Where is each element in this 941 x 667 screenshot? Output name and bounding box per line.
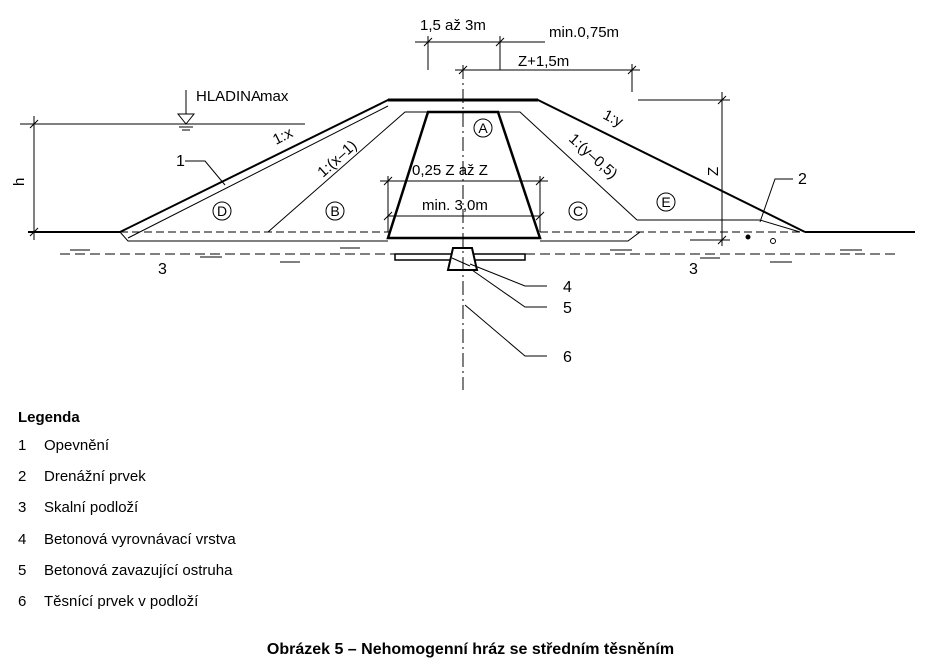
callout-3-left: 3: [158, 261, 167, 278]
slope-y05-label: 1:(y–0,5): [565, 130, 620, 182]
legend-item-number: 6: [18, 592, 27, 610]
zone-b-label: B: [330, 203, 339, 219]
legend-item-text: Betonová zavazující ostruha: [44, 561, 233, 579]
zone-markers: [212, 118, 676, 221]
water-level: [20, 90, 305, 131]
legend-item: 2 Drenážní prvek: [18, 467, 418, 498]
legend-item: 6 Těsnící prvek v podloží: [18, 592, 418, 623]
h-label: h: [11, 178, 28, 186]
z-label: Z: [705, 167, 722, 176]
water-level-subscript: max: [260, 88, 289, 105]
dam-cross-section-diagram: HLADINA max 1,5 až 3m min.0,75m Z+1,5m 1…: [11, 17, 915, 390]
callout-6: 6: [563, 349, 572, 366]
legend-item-text: Drenážní prvek: [44, 468, 146, 486]
legend-item-text: Betonová vyrovnávací vrstva: [44, 530, 236, 548]
legend-item-number: 1: [18, 437, 27, 454]
legend-item-number: 3: [18, 499, 27, 517]
zone-e-label: E: [661, 194, 670, 210]
core-lower-dim: min. 3,0m: [422, 197, 488, 214]
legend-title: Legenda: [18, 409, 80, 426]
core-dimensions: [380, 176, 548, 232]
z-plus-label: Z+1,5m: [518, 53, 569, 70]
min-width-label: min.0,75m: [549, 24, 619, 41]
core-a: [386, 110, 542, 240]
water-level-label: HLADINA: [196, 88, 261, 105]
slope-x1-label: 1:(x–1): [314, 137, 360, 181]
callout-3-right: 3: [689, 261, 698, 278]
legend-item-number: 4: [18, 530, 27, 548]
legend-item-text: Skalní podloží: [44, 499, 139, 517]
legend-item: 5 Betonová zavazující ostruha: [18, 561, 418, 592]
legend-item-text: Opevnění: [44, 437, 110, 454]
core-upper-dim: 0,25 Z až Z: [412, 162, 488, 179]
bedrock-hatch: [70, 247, 862, 263]
h-dimension: [29, 116, 39, 240]
slope-y-label: 1:y: [600, 106, 626, 130]
zone-a-label: A: [478, 120, 488, 136]
figure-caption: Obrázek 5 – Nehomogenní hráz se středním…: [266, 641, 675, 658]
legend-item-number: 2: [18, 468, 27, 486]
callout-5: 5: [563, 300, 572, 317]
zone-c-label: C: [573, 203, 583, 219]
legend: Legenda 1 Opevnění 2 Drenážní prvek 3 Skaln…: [18, 409, 418, 623]
callout-1: 1: [176, 153, 185, 170]
drainage-element: [745, 234, 776, 244]
z-dimension: [638, 92, 730, 246]
legend-item: 3 Skalní podloží: [18, 498, 418, 529]
crest-width-label: 1,5 až 3m: [420, 17, 486, 34]
legend-item: 4 Betonová vyrovnávací vrstva: [18, 530, 418, 561]
zone-d-label: D: [217, 203, 227, 219]
callout-leaders: [185, 160, 793, 357]
slope-x-label: 1:x: [270, 124, 296, 148]
legend-item-text: Těsnící prvek v podloží: [44, 592, 199, 610]
legend-item-number: 5: [18, 561, 27, 579]
top-dimensions: [415, 36, 640, 92]
foundation: [394, 247, 526, 271]
callout-4: 4: [563, 279, 572, 296]
legend-item: 1 Opevnění: [18, 436, 418, 467]
callout-2: 2: [798, 171, 807, 188]
